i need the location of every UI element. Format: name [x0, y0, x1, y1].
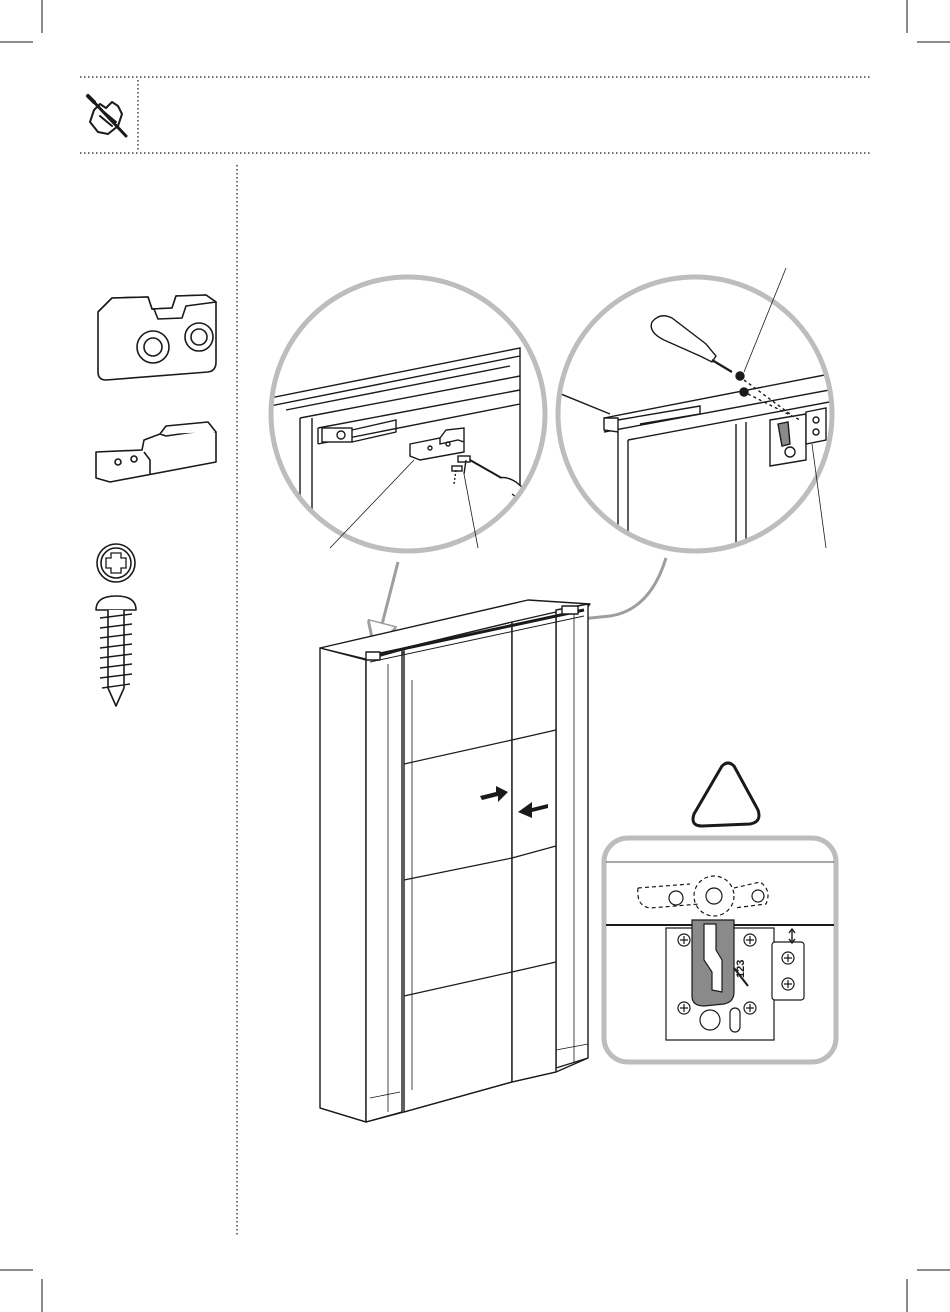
hinge-detail-frame: 123: [604, 838, 836, 1062]
sliding-door-right: [512, 612, 556, 1082]
detail-circle-right: [556, 268, 840, 560]
sliding-door-left: [404, 622, 512, 1112]
wardrobe: [320, 600, 590, 1122]
warning-triangle-icon: [693, 763, 759, 826]
adjustment-scale-label: 123: [735, 960, 747, 978]
detail-circle-left: [270, 277, 545, 560]
